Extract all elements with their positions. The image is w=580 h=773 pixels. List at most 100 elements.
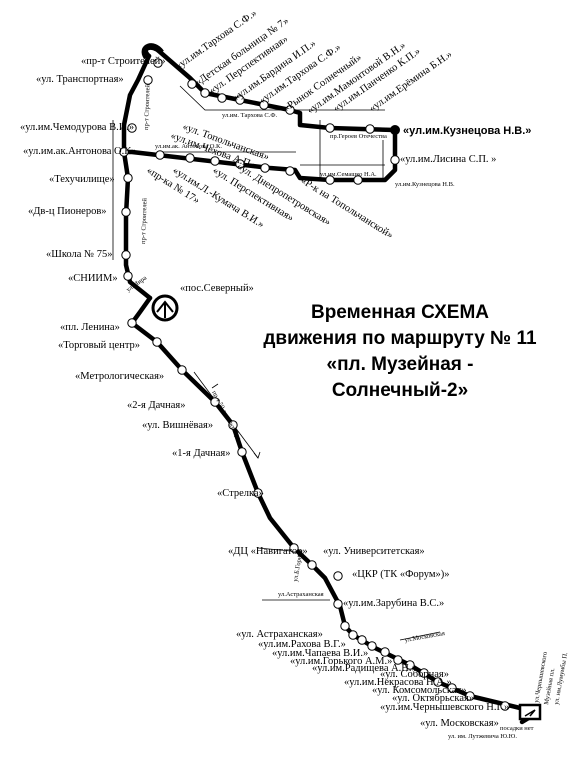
- stop-label-sniim: «СНИИМ»: [68, 273, 118, 284]
- title-block: Временная СХЕМА движения по маршруту № 1…: [263, 302, 537, 401]
- stop-marker: [127, 318, 137, 328]
- stop-marker: [210, 397, 220, 407]
- stop-marker: [119, 147, 129, 157]
- stop-marker: [333, 599, 343, 609]
- stop-label-chernyshevskogo: «ул.им.Чернышевского Н.Г.»: [380, 702, 509, 713]
- stop-label-gorkogo: «ул.им.Горького А.М.»: [290, 656, 392, 667]
- stop-marker: [333, 571, 343, 581]
- stop-marker: [152, 337, 162, 347]
- kuznetsova-terminal-dot: [390, 125, 400, 135]
- stop-marker: [433, 677, 443, 687]
- title-line-3: «пл. Музейная -: [327, 354, 474, 375]
- stop-marker: [500, 701, 510, 711]
- stop-label-ul-sobornaya: «ул. Соборная»: [380, 669, 449, 680]
- stop-label-chapaeva: «ул.им.Чапаева В.И.»: [272, 648, 368, 659]
- street-label-pr-stroiteley-upper: пр-т Строителей: [143, 83, 152, 130]
- stop-label-rakhova: «ул.им.Рахова В.Г.»: [258, 639, 346, 650]
- title-line-2: движения по маршруту № 11: [263, 328, 537, 349]
- stop-marker: [235, 159, 245, 169]
- street-label-antonova: ул.им.ак. Антонова О.К.: [155, 143, 222, 150]
- street-label-moskovskaya: ул.Московская: [404, 630, 445, 644]
- stop-marker: [419, 668, 429, 678]
- stop-label-shkola-75: «Школа № 75»: [46, 249, 112, 260]
- stop-label-zarubina: «ул.им.Зарубина В.С.»: [343, 598, 444, 609]
- stop-label-ul-universitetskaya: «ул. Университетская»: [323, 546, 425, 557]
- stop-marker: [348, 630, 358, 640]
- street-label-semashko: ул.им.Семашко Н.А.: [320, 171, 377, 178]
- stop-marker: [307, 560, 317, 570]
- stop-label-ul-komsomolskaya: «ул. Комсомольская»: [372, 685, 467, 696]
- stop-label-pr-stroiteley: «пр-т Строителей»: [81, 56, 166, 67]
- stop-label-dachnaya-2: «2-я Дачная»: [127, 400, 186, 411]
- stop-marker: [325, 123, 335, 133]
- stop-marker: [367, 641, 377, 651]
- stop-marker: [405, 660, 415, 670]
- street-label-astrakhanskaya: ул.Астраханская: [278, 591, 324, 598]
- stop-marker: [447, 683, 457, 693]
- stop-marker: [187, 79, 197, 89]
- street-label-tarkhova: ул.им. Тархова С.Ф.: [222, 112, 277, 119]
- stop-markers: [119, 58, 510, 711]
- street-label-lumumby: ул. им.Лумумбы П.: [553, 651, 569, 705]
- terminus-markers: [141, 43, 542, 721]
- street-label-pr-50-let: пр-т 50 лет Октября: [210, 390, 242, 442]
- stop-marker: [285, 166, 295, 176]
- stop-marker: [365, 124, 375, 134]
- stop-marker: [200, 88, 210, 98]
- muzeynaya-terminal-icon: [518, 703, 542, 721]
- stop-label-pos-severny: «пос.Северный»: [180, 283, 254, 294]
- stop-label-kuznetsova: «ул.им.Кузнецова Н.В.»: [403, 125, 531, 137]
- stop-label-pl-lenina: «пл. Ленина»: [60, 322, 120, 333]
- title-line-4: Солнечный-2»: [332, 380, 468, 401]
- stop-label-ul-astrakhanskaya: «ул. Астраханская»: [236, 629, 323, 640]
- stop-marker: [340, 621, 350, 631]
- stop-label-antonova: «ул.им.ак.Антонова О.К»: [23, 146, 137, 157]
- stop-marker: [143, 75, 153, 85]
- stop-label-dts-navigator: «ДЦ «Навигатор»: [228, 546, 308, 557]
- stop-marker: [260, 163, 270, 173]
- street-label-lyubezhnova: ул. им. Лутжевича Ю.Ю.: [448, 733, 517, 740]
- stop-label-dvorets-pionerov: «Дв-ц Пионеров»: [28, 206, 107, 217]
- stop-marker: [357, 635, 367, 645]
- stop-label-metrologicheskaya: «Метрологическая»: [75, 371, 164, 382]
- street-label-pr-stroiteley-lower: пр-т Строителей: [140, 197, 149, 244]
- stop-label-chemodurova: «ул.им.Чемодурова В.И.»: [20, 122, 134, 133]
- stop-labels-left: «пр-т Строителей» «ул. Транспортная» «ул…: [20, 56, 450, 609]
- stop-marker: [237, 447, 247, 457]
- stop-marker: [253, 488, 263, 498]
- stop-label-dachnaya-1: «1-я Дачная»: [172, 448, 231, 459]
- stop-marker: [325, 175, 335, 185]
- stop-marker: [465, 691, 475, 701]
- stop-marker: [127, 123, 137, 133]
- stop-marker: [228, 420, 238, 430]
- stop-label-tskr: «ЦКР (ТК «Форум»)»: [352, 569, 450, 580]
- street-label-geroev: пр.Героев Отечества: [330, 133, 387, 140]
- stop-label-ul-transportnaya: «ул. Транспортная»: [36, 74, 124, 85]
- stop-marker: [210, 156, 220, 166]
- stop-marker: [153, 58, 163, 68]
- stop-marker: [380, 647, 390, 657]
- title-line-1: Временная СХЕМА: [311, 302, 489, 323]
- stop-marker: [123, 271, 133, 281]
- stop-marker: [121, 250, 131, 260]
- street-label-kuznetsova: ул.им.Кузнецова Н.В.: [395, 181, 455, 188]
- stop-label-nekrasova: «ул.им.Некрасова Н.А.»: [344, 677, 452, 688]
- stop-label-strelka: «Стрелка»: [217, 488, 264, 499]
- stop-marker: [185, 153, 195, 163]
- terminus-loop-icon: [141, 43, 164, 60]
- stop-marker: [390, 155, 400, 165]
- stop-marker: [123, 173, 133, 183]
- street-label-posadka: посадки нет: [500, 725, 534, 732]
- stop-label-ul-oktyabrskaya: «ул. Октябрьская»: [392, 693, 474, 704]
- stop-label-ul-vishnevaya: «ул. Вишнёвая»: [142, 420, 213, 431]
- stop-label-lisina: «ул.им.Лисина С.П. »: [400, 154, 496, 165]
- stop-label-radishcheva: «ул.им.Радищева А.Н.»: [312, 663, 417, 674]
- stop-marker: [155, 150, 165, 160]
- stop-marker: [393, 655, 403, 665]
- stop-label-torgovy-tsentr: «Торговый центр»: [58, 340, 140, 351]
- stop-marker: [121, 207, 131, 217]
- stop-marker: [285, 105, 295, 115]
- stop-marker: [289, 543, 299, 553]
- stop-marker: [235, 95, 245, 105]
